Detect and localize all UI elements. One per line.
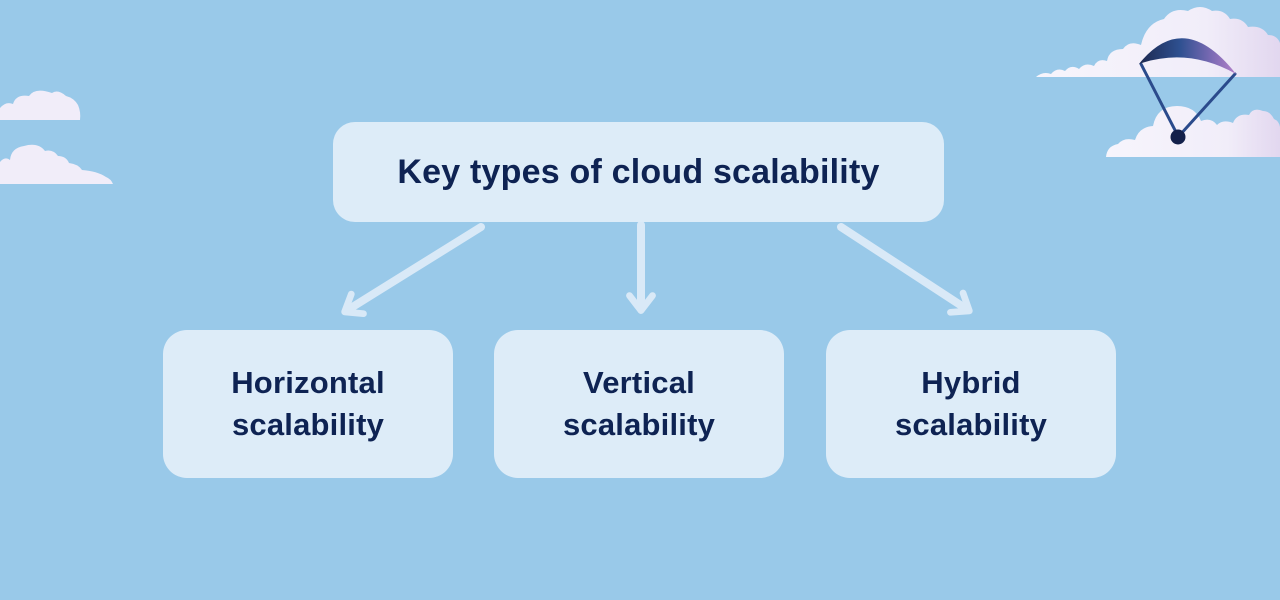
diagram-title: Key types of cloud scalability bbox=[397, 152, 880, 191]
cloud-icon bbox=[1036, 7, 1280, 77]
node-vertical-scalability: Vertical scalability bbox=[494, 330, 784, 478]
cloud-icon bbox=[0, 90, 113, 184]
node-label: Vertical scalability bbox=[562, 365, 716, 442]
node-label: Hybrid scalability bbox=[894, 365, 1048, 442]
arrow-connector-icon-hybrid bbox=[837, 223, 973, 316]
parachute-icon bbox=[1139, 38, 1237, 145]
node-hybrid-scalability: Hybrid scalability bbox=[826, 330, 1116, 478]
node-horizontal-scalability: Horizontal scalability bbox=[163, 330, 453, 478]
cloud-icon bbox=[1106, 106, 1280, 157]
arrow-connector-icon-horizontal bbox=[341, 223, 485, 318]
diagram-title-card: Key types of cloud scalability bbox=[333, 122, 944, 222]
node-label: Horizontal scalability bbox=[231, 365, 385, 442]
